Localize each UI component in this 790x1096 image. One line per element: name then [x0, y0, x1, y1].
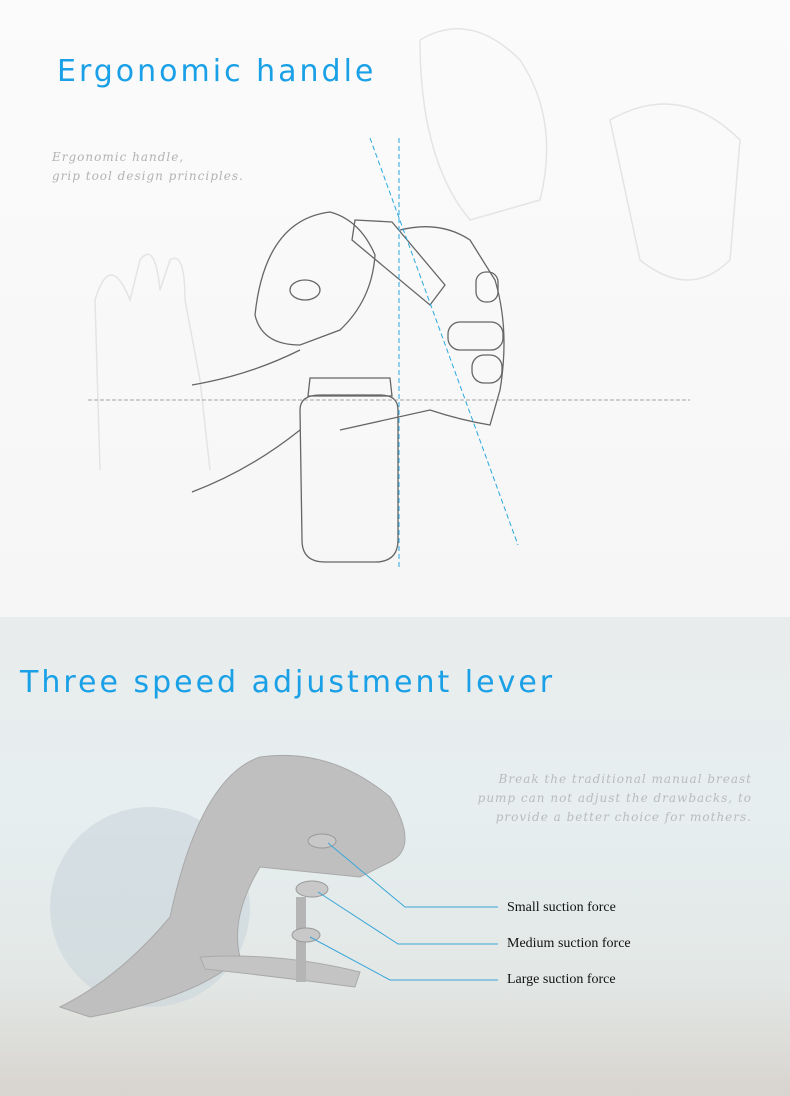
label-small-suction: Small suction force: [507, 900, 616, 915]
caption-line: grip tool design principles.: [52, 169, 244, 183]
label-medium-suction: Medium suction force: [507, 936, 631, 951]
speed-lever-section: Three speed adjustment lever Break the t…: [0, 617, 790, 1096]
section-caption: Ergonomic handle, grip tool design princ…: [52, 148, 244, 186]
label-large-suction: Large suction force: [507, 972, 616, 987]
section-caption: Break the traditional manual breast pump…: [478, 770, 752, 827]
caption-line: provide a better choice for mothers.: [495, 810, 752, 824]
section-title: Ergonomic handle: [57, 54, 377, 89]
caption-line: pump can not adjust the drawbacks, to: [477, 791, 752, 805]
caption-line: Ergonomic handle,: [52, 150, 185, 164]
lever-illustration: [50, 754, 498, 1018]
section-title: Three speed adjustment lever: [20, 665, 556, 700]
hand-holding-pump-illustration: [88, 28, 741, 568]
ergonomic-handle-section: Ergonomic handle Ergonomic handle, grip …: [0, 0, 790, 617]
caption-line: Break the traditional manual breast: [498, 772, 752, 786]
